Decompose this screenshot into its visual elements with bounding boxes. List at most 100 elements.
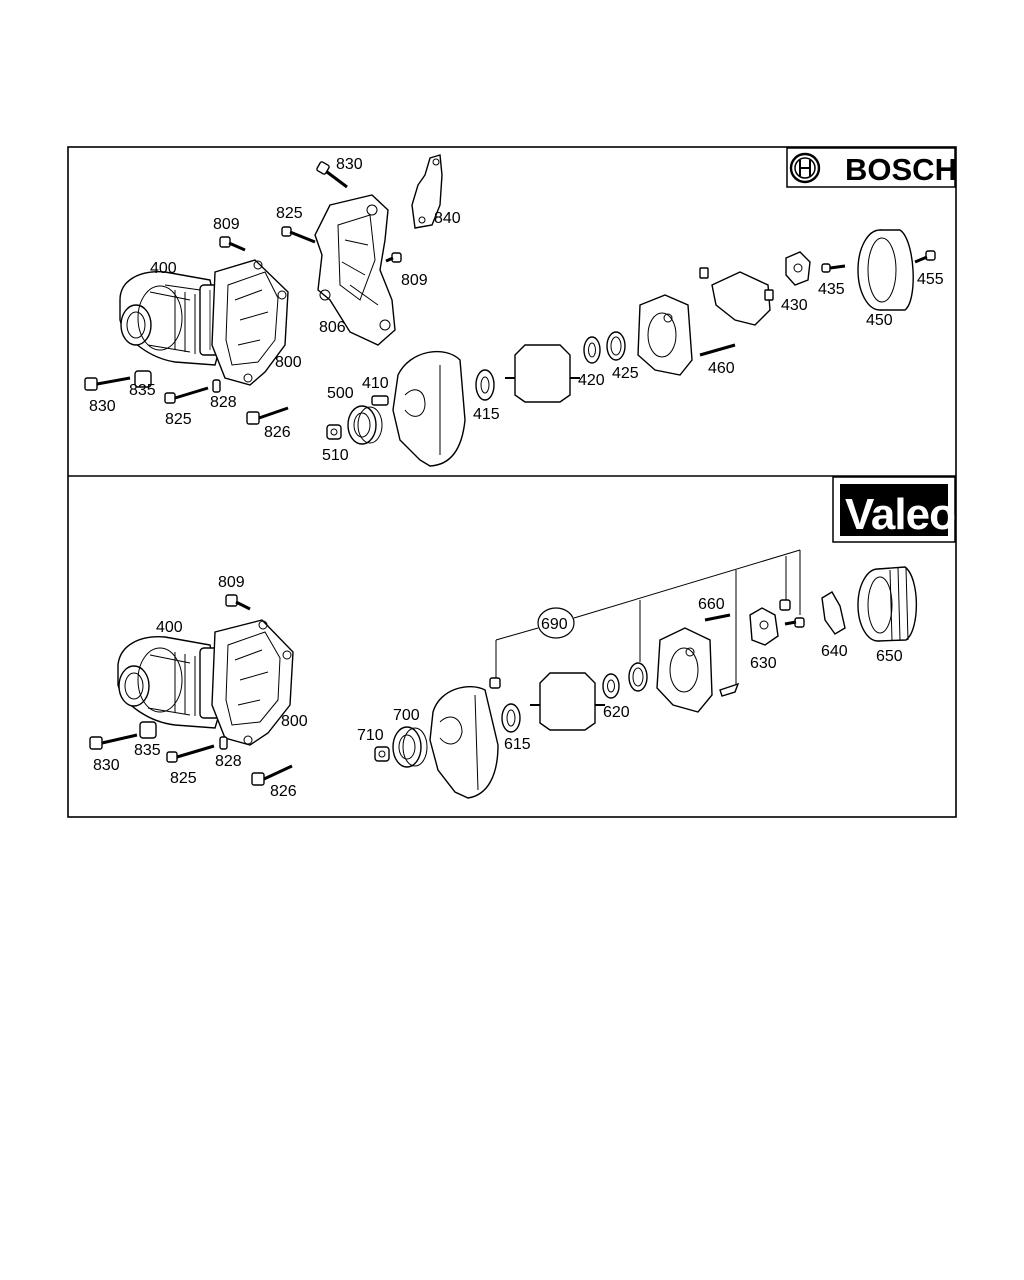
label-450: 450 (866, 312, 893, 329)
bolt-809 (225, 594, 251, 611)
alternator-400 (117, 636, 229, 729)
bolt-826 (251, 764, 293, 786)
cover-450 (857, 229, 914, 311)
label-650: 650 (876, 648, 903, 665)
label-806: 806 (319, 319, 346, 336)
part-640 (821, 591, 846, 635)
label-800: 800 (275, 354, 302, 371)
label-700: 700 (393, 707, 420, 724)
label-630: 630 (750, 655, 777, 672)
bolt-826 (246, 406, 289, 425)
label-828: 828 (210, 394, 237, 411)
label-826: 826 (264, 424, 291, 441)
washer-828 (212, 379, 221, 393)
label-828: 828 (215, 753, 242, 770)
label-830: 830 (93, 757, 120, 774)
nut-690 (489, 677, 501, 689)
label-400: 400 (156, 619, 183, 636)
ring (628, 662, 648, 692)
drive-end-housing (392, 350, 466, 467)
spacer-835 (139, 721, 157, 739)
bosch-brand-text: BOSCH (845, 152, 957, 187)
label-825: 825 (165, 411, 192, 428)
bearing-620 (602, 673, 620, 699)
ring-425 (606, 331, 626, 361)
bolt-460 (699, 343, 736, 357)
bosch-logo: BOSCH (786, 147, 957, 188)
label-660: 660 (698, 596, 725, 613)
label-410: 410 (362, 375, 389, 392)
pulley-700 (392, 726, 428, 768)
label-615: 615 (504, 736, 531, 753)
valeo-logo: Valeo (832, 476, 956, 543)
bearing-415 (475, 369, 495, 401)
rotor (505, 344, 580, 403)
label-809: 809 (218, 574, 245, 591)
label-420: 420 (578, 372, 605, 389)
nut-710 (374, 746, 390, 762)
label-435: 435 (818, 281, 845, 298)
label-710: 710 (357, 727, 384, 744)
label-809: 809 (401, 272, 428, 289)
bosch-panel: BOSCH (84, 147, 957, 467)
bolt-809-right (385, 252, 402, 263)
bolt-830 (89, 733, 138, 750)
washer-828 (219, 736, 228, 750)
diagram-frame (67, 146, 957, 818)
label-455: 455 (917, 271, 944, 288)
label-425: 425 (612, 365, 639, 382)
bolt-830 (84, 376, 131, 391)
bearing-420 (583, 336, 601, 364)
label-825: 825 (170, 770, 197, 787)
rectifier (699, 267, 774, 326)
stator-housing (637, 294, 693, 376)
label-510: 510 (322, 447, 349, 464)
terminal-clip (719, 682, 740, 697)
label-830: 830 (336, 156, 363, 173)
label-500: 500 (327, 385, 354, 402)
screw-435 (821, 263, 846, 273)
bracket-800 (211, 259, 289, 386)
valeo-panel: Valeo (89, 476, 956, 800)
label-809: 809 (213, 216, 240, 233)
cover-650 (857, 566, 918, 642)
bolt-825-top (281, 226, 316, 244)
screw-660 (704, 613, 731, 622)
bearing-615 (501, 703, 521, 733)
rotor (530, 672, 605, 731)
pulley-500 (347, 405, 383, 445)
bracket-806 (314, 194, 396, 346)
bolt-809-top (219, 236, 246, 252)
bracket-840 (411, 154, 443, 229)
screw-455 (914, 250, 936, 264)
label-826: 826 (270, 783, 297, 800)
label-460: 460 (708, 360, 735, 377)
label-825: 825 (276, 205, 303, 222)
bracket-800 (211, 619, 294, 746)
drive-end-housing (429, 686, 499, 799)
label-835: 835 (134, 742, 161, 759)
label-430: 430 (781, 297, 808, 314)
label-620: 620 (603, 704, 630, 721)
bosch-armature-icon (789, 152, 821, 184)
label-800: 800 (281, 713, 308, 730)
alternator-400 (119, 271, 229, 366)
label-840: 840 (434, 210, 461, 227)
regulator-630 (749, 607, 779, 646)
label-835: 835 (129, 382, 156, 399)
spacer-835 (134, 370, 152, 388)
label-690: 690 (541, 616, 568, 633)
callout-690: 690 (495, 549, 801, 685)
nut-510 (326, 424, 342, 440)
stator-housing (656, 627, 713, 713)
bolt-825 (166, 744, 215, 763)
regulator-430 (785, 251, 811, 286)
bolt-830-top (316, 161, 348, 189)
label-400: 400 (150, 260, 177, 277)
bolt-825 (164, 386, 209, 404)
label-415: 415 (473, 406, 500, 423)
valeo-brand-text: Valeo (845, 490, 955, 539)
label-640: 640 (821, 643, 848, 660)
screw (784, 617, 805, 628)
